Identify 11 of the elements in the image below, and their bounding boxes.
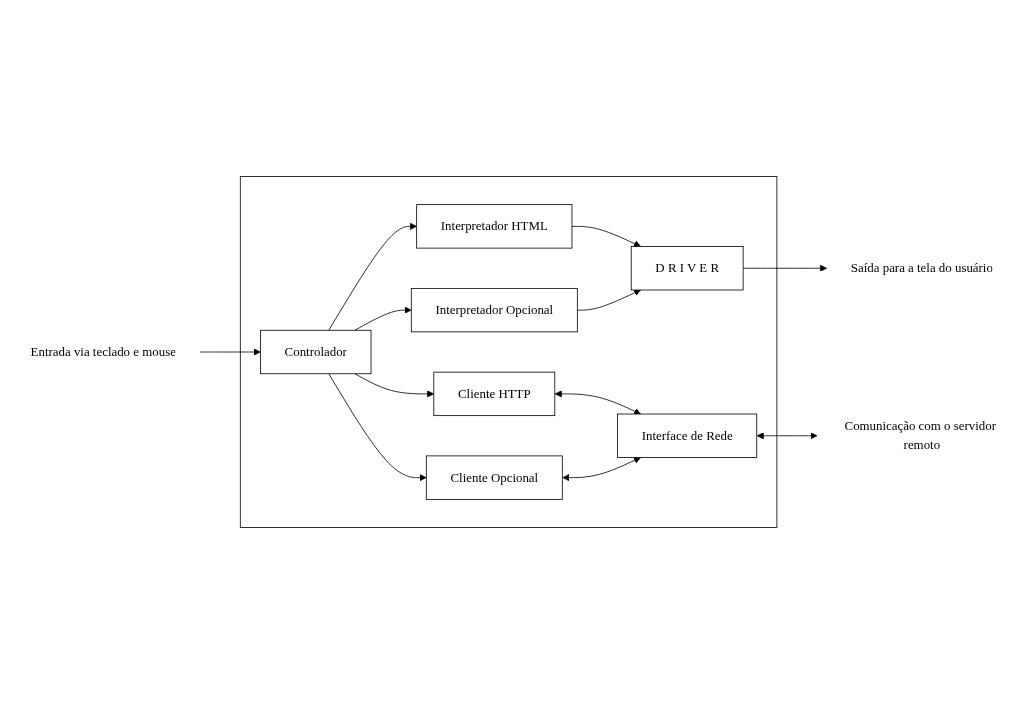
- node-text: Comunicação com o servidor remoto: [844, 418, 996, 452]
- node-box: Cliente Opcional: [425, 455, 563, 500]
- node-text: Entrada via teclado e mouse: [30, 344, 176, 359]
- node-box: D R I V E R: [630, 246, 744, 291]
- node-box: Interface de Rede: [617, 413, 758, 458]
- node-box: Interpretador HTML: [416, 204, 573, 249]
- node-text: Saída para a tela do usuário: [850, 260, 993, 275]
- node-box: Interpretador Opcional: [410, 287, 578, 333]
- node-box: Cliente HTTP: [433, 371, 556, 416]
- node-box: Controlador: [260, 329, 372, 375]
- cluster: [239, 176, 778, 528]
